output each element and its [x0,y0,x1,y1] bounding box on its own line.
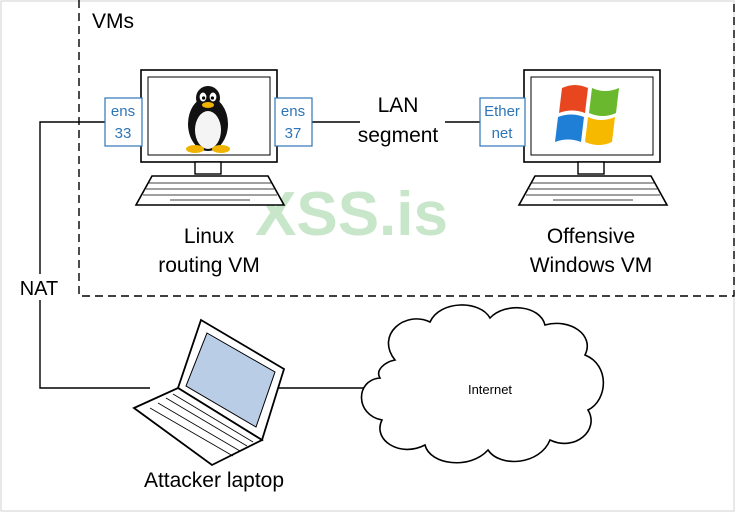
linux-keyboard-keys [143,182,277,201]
connections [39,121,480,389]
linux-vm-label-line1: Linux [184,225,235,248]
nic-ens37: ens 37 [274,97,313,147]
nic-ens33-line2: 33 [115,125,132,142]
laptop-keys [149,393,254,457]
windows-keyboard-keys [526,182,660,201]
nic-ens37-line1: ens [281,103,305,120]
windows-vm-computer [517,69,669,206]
nic-ens33: ens 33 [104,97,143,147]
windows-monitor-stand [577,161,605,175]
nat-label-bg [14,274,64,300]
nic-ens37-line2: 37 [285,125,302,142]
windows-vm-label-line2: Windows VM [530,254,653,277]
lan-label-line2: segment [358,124,439,147]
nic-ethernet-line2: net [492,125,514,142]
lan-label-line1: LAN [378,94,419,117]
nic-ens33-line1: ens [111,103,135,120]
linux-monitor-stand [194,161,222,175]
windows-logo-icon [555,85,619,145]
attacker-laptop-label: Attacker laptop [144,469,284,492]
internet-cloud [360,304,605,464]
windows-keyboard [517,175,669,206]
linux-vm-computer [134,69,286,206]
nat-label: NAT [20,278,59,300]
linux-vm-label-line2: routing VM [158,254,260,277]
nat-link [39,121,150,389]
watermark: XSS.is [255,180,448,249]
vms-group-label: VMs [92,10,134,33]
nic-ethernet-line1: Ether [484,103,520,120]
linux-keyboard [134,175,286,206]
tux-penguin-icon [186,86,230,153]
nic-ethernet: Ether net [479,97,526,147]
vms-group: VMs [78,0,735,297]
windows-vm-label-line1: Offensive [547,225,635,248]
attacker-laptop [132,318,286,467]
laptop-screen [185,332,276,428]
internet-label: Internet [468,382,512,397]
